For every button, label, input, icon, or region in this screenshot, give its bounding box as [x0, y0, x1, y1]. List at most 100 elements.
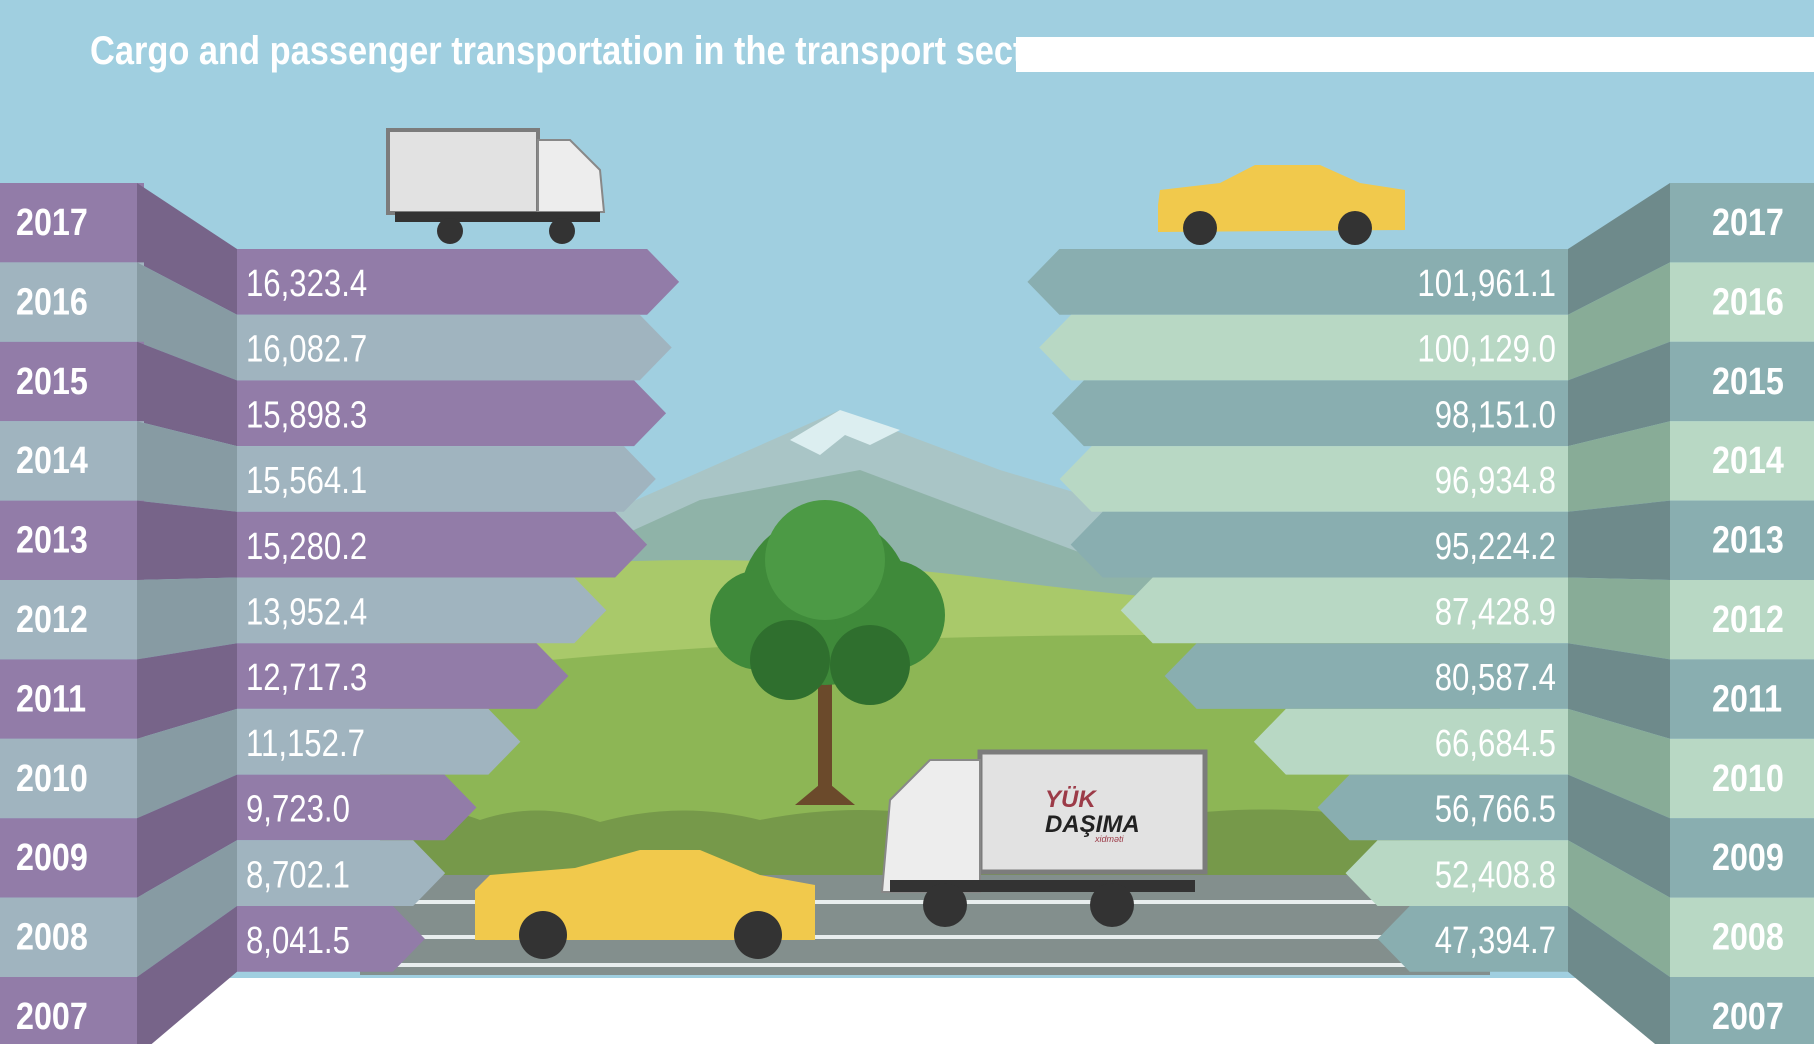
year-box	[0, 738, 144, 819]
bar	[1051, 380, 1568, 447]
year-label: 2012	[16, 599, 88, 641]
year-box	[1670, 738, 1814, 819]
snow-cap	[790, 410, 900, 455]
bar	[237, 643, 569, 709]
bar	[1317, 774, 1568, 841]
year-label: 2009	[1712, 837, 1784, 879]
bar	[237, 906, 425, 972]
year-connector	[1568, 643, 1670, 739]
year-box	[1670, 818, 1814, 898]
year-connector	[1568, 840, 1670, 977]
year-label: 2015	[1712, 360, 1784, 402]
value-label: 47,394.7	[1435, 920, 1556, 962]
year-label: 2013	[16, 519, 88, 561]
tree-trunk	[818, 650, 832, 800]
year-connector	[137, 341, 237, 447]
bar	[237, 708, 521, 775]
year-connector	[1568, 341, 1670, 447]
bar	[1345, 840, 1568, 906]
year-box	[1670, 659, 1814, 739]
value-label: 87,428.9	[1435, 592, 1556, 634]
year-label: 2017	[16, 202, 88, 244]
value-label: 12,717.3	[246, 657, 367, 699]
year-box	[0, 341, 144, 422]
year-box	[0, 977, 144, 1044]
year-connector	[137, 183, 237, 315]
year-connector	[137, 840, 237, 977]
year-connector	[1568, 708, 1670, 819]
year-box	[1670, 897, 1814, 977]
year-connector	[137, 421, 237, 512]
bar	[237, 446, 656, 512]
cargo-truck-icon: YÜK DAŞIMA xidməti	[880, 749, 1208, 927]
value-label: 11,152.7	[246, 723, 365, 765]
year-label: 2016	[1712, 281, 1784, 323]
bar	[237, 840, 446, 906]
value-label: 56,766.5	[1435, 789, 1556, 831]
bar	[1164, 643, 1568, 709]
tree-crown	[710, 500, 945, 705]
bar	[237, 577, 607, 644]
year-connector	[1568, 421, 1670, 512]
truck-sign-line1: YÜK	[1045, 786, 1097, 813]
year-connector	[137, 906, 237, 1044]
road-line	[360, 935, 1490, 939]
year-label: 2014	[1712, 440, 1784, 482]
bar	[237, 249, 680, 315]
value-label: 8,702.1	[246, 854, 350, 896]
year-label: 2010	[1712, 757, 1784, 799]
bar	[1027, 249, 1568, 315]
value-label: 98,151.0	[1435, 395, 1556, 437]
year-connector	[137, 577, 237, 660]
year-connector	[1568, 500, 1670, 580]
year-box	[1670, 262, 1814, 342]
year-label: 2012	[1712, 599, 1784, 641]
year-label: 2016	[16, 281, 88, 323]
year-box	[0, 897, 144, 977]
value-label: 13,952.4	[246, 592, 367, 634]
year-connector	[1568, 577, 1670, 660]
year-box	[0, 500, 144, 580]
value-label: 9,723.0	[246, 789, 350, 831]
year-box	[1670, 500, 1814, 580]
year-box	[0, 659, 144, 739]
truck-sign-line2: DAŞIMA	[1045, 811, 1140, 838]
year-box	[1670, 977, 1814, 1044]
bar	[237, 774, 477, 841]
value-label: 96,934.8	[1435, 460, 1556, 502]
year-box	[0, 183, 144, 263]
year-box	[0, 580, 144, 660]
year-box	[1670, 183, 1814, 263]
bar	[1059, 446, 1568, 512]
year-connector	[137, 774, 237, 898]
road-line	[360, 963, 1490, 967]
value-label: 52,408.8	[1435, 854, 1556, 896]
bar	[1039, 314, 1568, 381]
year-label: 2017	[1712, 202, 1784, 244]
value-label: 16,082.7	[246, 329, 367, 371]
year-box	[0, 262, 144, 342]
truck-sign-line3: xidməti	[1094, 834, 1125, 844]
year-connector	[1568, 262, 1670, 381]
tree-roots	[795, 780, 855, 805]
year-box	[0, 421, 144, 501]
year-box	[1670, 421, 1814, 501]
bar	[237, 511, 648, 578]
year-connector	[137, 500, 237, 580]
bar	[1070, 511, 1568, 578]
year-label: 2008	[1712, 916, 1784, 958]
bar	[1377, 906, 1568, 972]
value-label: 8,041.5	[246, 920, 350, 962]
value-label: 15,564.1	[246, 460, 367, 502]
year-connector	[1568, 774, 1670, 898]
year-connector	[137, 643, 237, 739]
value-label: 15,280.2	[246, 526, 367, 568]
year-connector	[1568, 183, 1670, 315]
year-connector	[1568, 906, 1670, 1044]
year-box	[1670, 341, 1814, 422]
bar	[237, 380, 667, 447]
year-label: 2010	[16, 757, 88, 799]
year-label: 2007	[1712, 996, 1784, 1038]
